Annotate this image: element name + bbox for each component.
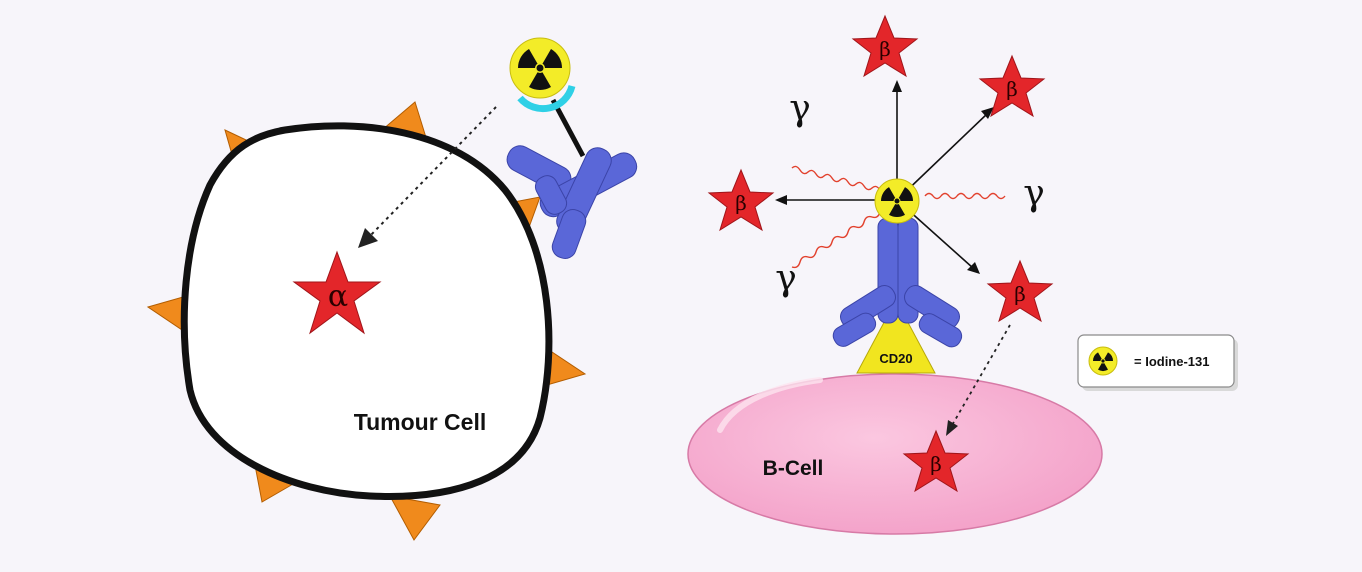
radiation-icon xyxy=(874,178,920,224)
gamma-label-right: γ xyxy=(1023,173,1045,214)
tumour-cell-group: α Tumour Cell xyxy=(146,101,587,541)
cd20-label: CD20 xyxy=(879,351,912,366)
gamma-rays xyxy=(791,165,1006,269)
antibody-left xyxy=(506,98,638,259)
beta-symbol: β xyxy=(1006,77,1018,101)
gamma-wave xyxy=(924,192,1006,200)
gamma-label-bottom: γ xyxy=(775,258,797,299)
beta-particle: β xyxy=(978,54,1046,118)
tumour-cell-membrane xyxy=(180,122,553,500)
beta-symbol: β xyxy=(1014,282,1026,306)
legend-text: = Iodine-131 xyxy=(1134,354,1210,369)
chelator-arc xyxy=(517,84,576,113)
beta-trajectory-arrow xyxy=(946,324,1011,436)
tumour-cell-label: Tumour Cell xyxy=(354,409,486,435)
beta-particle: β xyxy=(707,168,775,232)
b-cell-body xyxy=(687,373,1103,535)
gamma-wave xyxy=(791,211,881,269)
gamma-wave xyxy=(791,165,881,191)
radiation-icon xyxy=(1088,346,1118,376)
gamma-label-top: γ xyxy=(789,88,811,129)
beta-symbol: β xyxy=(930,452,942,476)
alpha-trajectory-arrow xyxy=(358,106,497,248)
linker xyxy=(550,98,586,158)
alpha-star-icon xyxy=(292,250,382,335)
radiation-icon xyxy=(509,37,571,99)
beta-particle: β xyxy=(902,429,970,493)
beta-particle: β xyxy=(851,14,919,78)
radionuclide-left xyxy=(509,37,576,113)
beta-star-icon xyxy=(851,14,919,78)
beta-star-icon xyxy=(707,168,775,232)
legend-box: = Iodine-131 xyxy=(1077,334,1238,391)
beta-symbol: β xyxy=(735,191,747,215)
beta-star-icon xyxy=(902,429,970,493)
antigen-spike xyxy=(389,495,441,541)
beta-star-icon xyxy=(986,259,1054,323)
antibody-right xyxy=(832,217,963,348)
beta-star-icon xyxy=(978,54,1046,118)
alpha-symbol: α xyxy=(328,279,348,314)
beta-symbol: β xyxy=(879,37,891,61)
cd20-receptor: CD20 xyxy=(856,298,936,374)
alpha-particle: α xyxy=(292,250,382,335)
b-cell-label: B-Cell xyxy=(763,457,824,480)
b-cell-group: B-Cell xyxy=(687,373,1103,535)
beta-particle: β xyxy=(986,259,1054,323)
